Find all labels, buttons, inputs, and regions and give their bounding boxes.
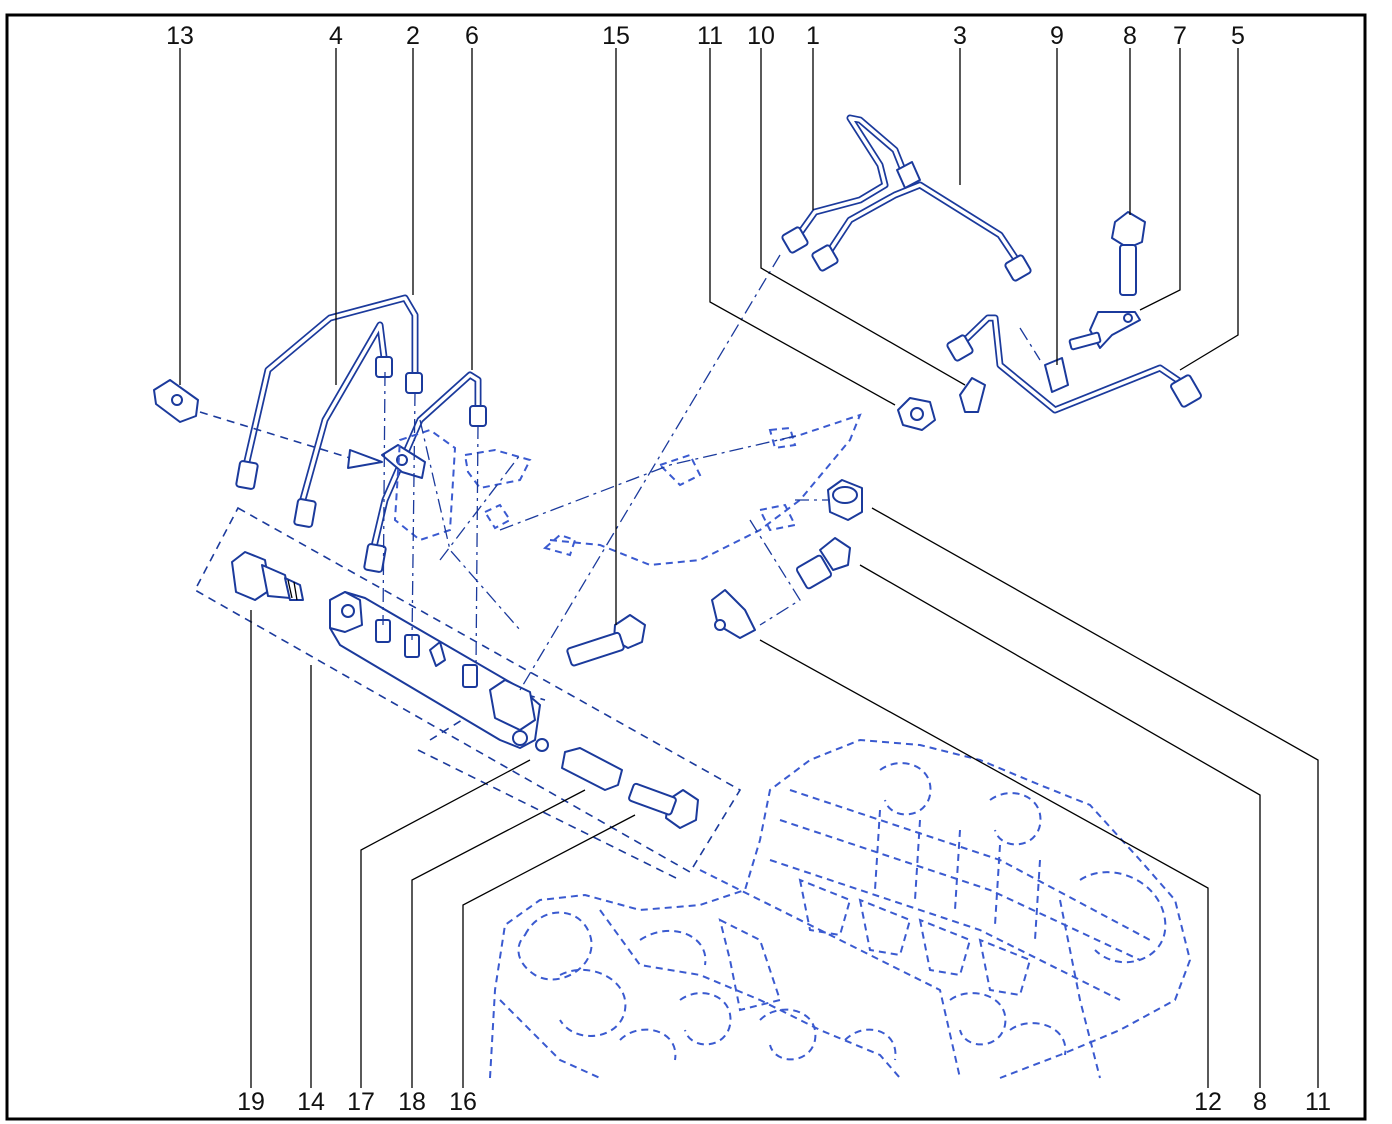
callout-13: 13 — [166, 22, 194, 50]
hardware — [535, 211, 1146, 829]
leader-lines — [179, 48, 1319, 1088]
ghost-lines — [393, 413, 862, 567]
callout-9: 9 — [1050, 22, 1064, 50]
callout-19: 19 — [237, 1088, 265, 1116]
callout-18: 18 — [398, 1088, 426, 1116]
callout-8-bottom: 8 — [1253, 1088, 1267, 1116]
callout-17: 17 — [347, 1088, 375, 1116]
injector-pipes-right — [781, 114, 1202, 414]
callout-7: 7 — [1173, 22, 1187, 50]
arrow-13 — [199, 411, 383, 469]
callout-labels-top: 13 4 2 6 15 11 10 1 3 9 8 7 5 — [166, 22, 1245, 50]
callout-1: 1 — [806, 22, 820, 50]
callout-4: 4 — [329, 22, 343, 50]
alignment-lines — [382, 254, 1041, 691]
callout-15: 15 — [602, 22, 630, 50]
fuel-rail — [329, 591, 541, 749]
engine-block-outline — [489, 738, 1192, 1079]
callout-2: 2 — [406, 22, 420, 50]
callout-16: 16 — [449, 1088, 477, 1116]
callout-12: 12 — [1194, 1088, 1222, 1116]
pressure-sensor — [231, 551, 304, 601]
callout-labels-bottom: 19 14 17 18 16 12 8 11 — [237, 1088, 1331, 1116]
callout-14: 14 — [297, 1088, 325, 1116]
nut-13 — [153, 379, 199, 423]
callout-8: 8 — [1123, 22, 1137, 50]
callout-3: 3 — [953, 22, 967, 50]
callout-5: 5 — [1231, 22, 1245, 50]
injector-pipes-left — [235, 294, 487, 573]
diagram-frame — [5, 13, 1367, 1121]
callout-11: 11 — [697, 22, 723, 50]
callout-6: 6 — [465, 22, 479, 50]
callout-11-bottom: 11 — [1305, 1088, 1331, 1116]
callout-10: 10 — [747, 22, 775, 50]
assembly-outline — [193, 506, 742, 881]
